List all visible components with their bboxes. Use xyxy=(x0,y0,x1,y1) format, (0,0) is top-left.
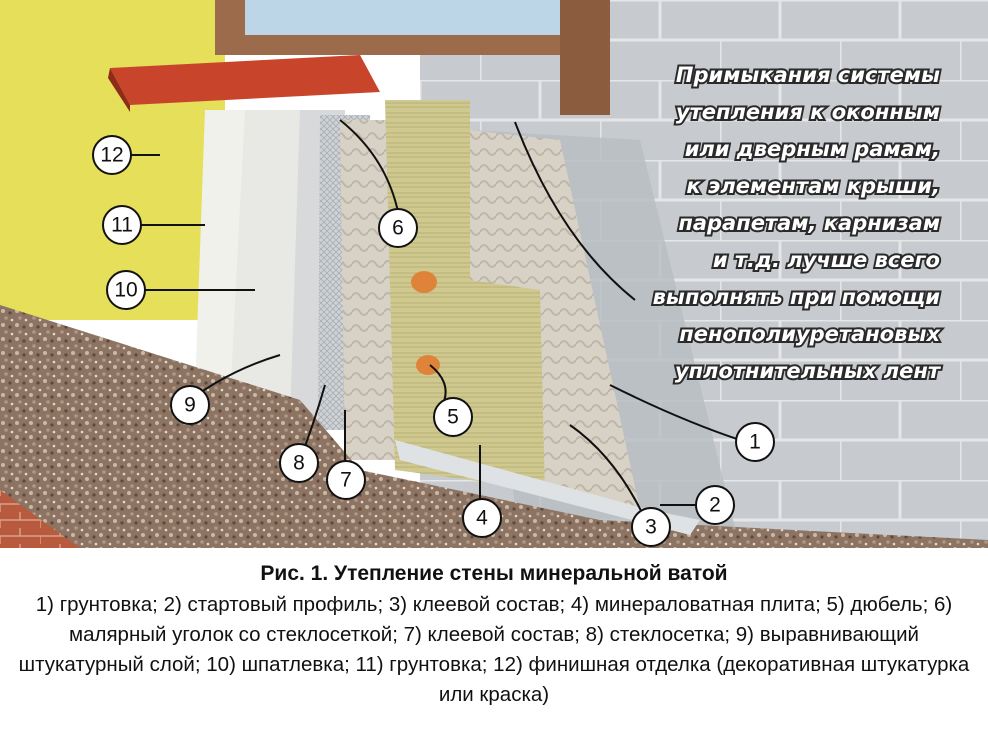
marker-7: 7 xyxy=(326,460,366,500)
glue-layer-3 xyxy=(470,130,640,510)
window-sill xyxy=(110,55,380,105)
callout-line: уплотнительных лент xyxy=(675,359,942,383)
window-glass xyxy=(245,0,575,35)
marker-10: 10 xyxy=(106,270,146,310)
callout-line: парапетам, карнизам xyxy=(678,211,940,235)
window-frame-side xyxy=(560,0,610,115)
svg-text:7: 7 xyxy=(340,469,352,492)
marker-6: 6 xyxy=(378,208,418,248)
marker-2: 2 xyxy=(695,485,735,525)
marker-1: 1 xyxy=(735,422,775,462)
marker-4: 4 xyxy=(462,498,502,538)
pavement xyxy=(0,490,80,548)
svg-text:4: 4 xyxy=(476,507,488,530)
svg-text:12: 12 xyxy=(100,144,123,167)
start-profile xyxy=(395,440,700,535)
figure-caption: Рис. 1. Утепление стены минеральной вато… xyxy=(0,552,988,710)
marker-12: 12 xyxy=(92,135,132,175)
insulation-diagram xyxy=(0,0,988,548)
marker-11: 11 xyxy=(102,205,142,245)
number-markers: 12 11 10 9 8 7 6 5 4 3 2 1 xyxy=(92,135,775,547)
callout-line: утепления к оконным xyxy=(676,100,940,124)
callout-line: и т.д. лучше всего xyxy=(713,248,940,272)
caption-text: 1) грунтовка; 2) стартовый профиль; 3) к… xyxy=(18,593,970,706)
callout-line: к элементам крыши, xyxy=(686,174,940,198)
leader-lines xyxy=(130,119,741,531)
svg-text:8: 8 xyxy=(293,452,305,475)
marker-3: 3 xyxy=(631,507,671,547)
svg-text:9: 9 xyxy=(184,394,196,417)
svg-text:1: 1 xyxy=(749,431,761,454)
svg-text:2: 2 xyxy=(709,494,721,517)
plinth-gravel xyxy=(0,305,988,548)
svg-text:10: 10 xyxy=(114,279,137,302)
marker-9: 9 xyxy=(170,385,210,425)
callout-line: выполнять при помощи xyxy=(653,285,941,309)
callout-line: пенополиуретановых xyxy=(679,322,941,346)
svg-text:5: 5 xyxy=(447,406,459,429)
callout-line: Примыкания системы xyxy=(676,63,940,87)
wool-slab xyxy=(385,100,545,490)
marker-5: 5 xyxy=(433,397,473,437)
window-sill-edge xyxy=(108,68,130,112)
caption-title: Рис. 1. Утепление стены минеральной вато… xyxy=(260,562,728,585)
callout: Примыкания системы утепления к оконным и… xyxy=(651,61,944,385)
svg-text:11: 11 xyxy=(111,214,133,237)
dowel xyxy=(411,271,437,293)
callout-line: или дверным рамам, xyxy=(685,137,940,161)
svg-text:3: 3 xyxy=(645,516,657,539)
svg-text:6: 6 xyxy=(392,217,404,240)
dowel xyxy=(416,355,440,375)
marker-8: 8 xyxy=(279,443,319,483)
